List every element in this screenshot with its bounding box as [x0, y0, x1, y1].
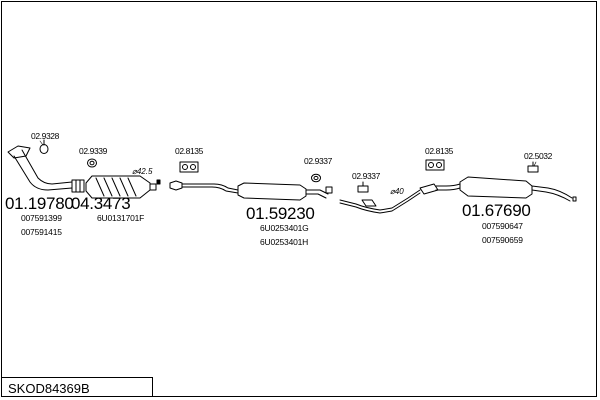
rear-silencer-ref-1: 007590647: [482, 221, 523, 231]
rear-silencer-part-number: 01.67690: [462, 201, 531, 220]
rubber-hanger-icon: [179, 161, 199, 173]
catalytic-converter-part-number: 04.3473: [71, 194, 131, 213]
title-box: SKOD84369B: [1, 377, 153, 397]
accessory-code: 02.8135: [175, 146, 203, 156]
accessory-code: 02.9339: [79, 146, 107, 156]
pipe-diameter-label: ⌀40: [390, 187, 404, 196]
accessory-code: 02.9337: [352, 171, 380, 181]
front-pipe-shape: [7, 145, 85, 193]
gasket-ring-icon: [87, 158, 97, 168]
middle-silencer-ref-1: 6U0253401G: [260, 223, 309, 233]
rear-silencer-shape: [459, 176, 577, 202]
gasket-ring-icon: [311, 173, 321, 183]
front-pipe-ref-1: 007591399: [21, 213, 62, 223]
kit-title: SKOD84369B: [8, 381, 90, 396]
flange-marker-shape: [156, 179, 161, 185]
front-pipe-ref-2: 007591415: [21, 227, 62, 237]
accessory-code: 02.9337: [304, 156, 332, 166]
clamp-icon: [527, 161, 539, 173]
intermediate-pipe-shape: [339, 183, 461, 214]
leader-lines: [39, 140, 537, 167]
accessory-code: 02.9328: [31, 131, 59, 141]
accessory-code: 02.8135: [425, 146, 453, 156]
front-pipe-part-number: 01.19780: [5, 194, 74, 213]
middle-silencer-shape: [169, 180, 333, 201]
accessory-ring-icon: [39, 139, 49, 154]
rear-silencer-ref-2: 007590659: [482, 235, 523, 245]
rubber-hanger-icon: [425, 159, 445, 171]
catalytic-converter-shape: [85, 175, 157, 199]
pipe-diameter-label: ⌀42.5: [132, 167, 153, 176]
catalytic-converter-ref-1: 6U0131701F: [97, 213, 145, 223]
accessory-code: 02.5032: [524, 151, 552, 161]
clamp-icon: [357, 181, 369, 193]
middle-silencer-ref-2: 6U0253401H: [260, 237, 309, 247]
middle-silencer-part-number: 01.59230: [246, 204, 315, 223]
